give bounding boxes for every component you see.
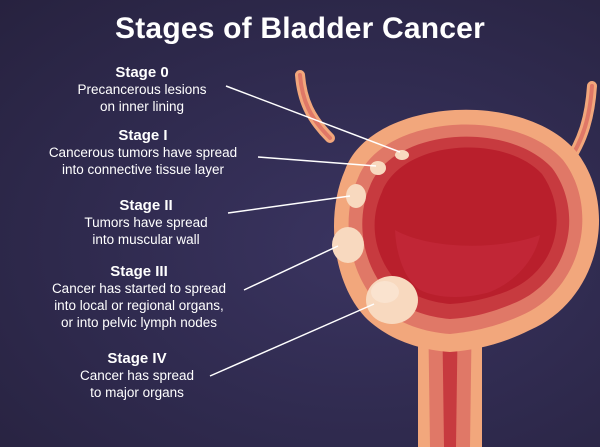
stage-4-tumor-highlight xyxy=(371,281,399,303)
stage-1-tumor xyxy=(370,161,386,175)
stage-2-label: Stage II Tumors have spread into muscula… xyxy=(66,197,226,248)
diagram-title: Stages of Bladder Cancer xyxy=(115,12,485,45)
interior-highlight xyxy=(395,230,540,297)
stage-1-leader xyxy=(257,156,377,167)
stage-0-desc-line1: Precancerous lesions xyxy=(77,82,207,97)
stage-2-desc-line2: into muscular wall xyxy=(92,232,200,247)
stage-4-label: Stage IV Cancer has spread to major orga… xyxy=(62,350,212,401)
stage-4-desc-line2: to major organs xyxy=(90,385,184,400)
left-ureter-core xyxy=(298,73,332,140)
stage-1-name: Stage I xyxy=(118,127,168,144)
stage-0-name: Stage 0 xyxy=(115,64,169,81)
stage-3-tumor xyxy=(332,227,364,263)
stage-3-name: Stage III xyxy=(110,263,168,280)
stage-3-label: Stage III Cancer has started to spread i… xyxy=(34,263,244,331)
stage-3-desc-line3: or into pelvic lymph nodes xyxy=(60,315,218,330)
stage-4-name: Stage IV xyxy=(107,350,167,367)
stage-0-leader xyxy=(225,85,401,153)
stage-1-desc-line1: Cancerous tumors have spread xyxy=(48,145,238,160)
left-ureter xyxy=(295,70,335,143)
stage-3-leader xyxy=(243,245,339,291)
stage-0-desc-line2: on inner lining xyxy=(99,99,185,114)
stage-3-desc-line2: into local or regional organs, xyxy=(54,298,224,313)
stage-2-name: Stage II xyxy=(119,197,173,214)
stage-2-tumor xyxy=(346,184,366,208)
stage-2-leader xyxy=(227,195,351,214)
stage-0-label: Stage 0 Precancerous lesions on inner li… xyxy=(52,64,232,115)
stage-0-tumor xyxy=(395,150,409,160)
stage-2-desc-line1: Tumors have spread xyxy=(84,215,208,230)
stage-4-leader xyxy=(209,303,375,377)
stage-1-desc-line2: into connective tissue layer xyxy=(61,162,225,177)
stage-3-desc-line1: Cancer has started to spread xyxy=(51,281,227,296)
stage-4-desc-line1: Cancer has spread xyxy=(79,368,195,383)
stage-1-label: Stage I Cancerous tumors have spread int… xyxy=(30,127,256,178)
